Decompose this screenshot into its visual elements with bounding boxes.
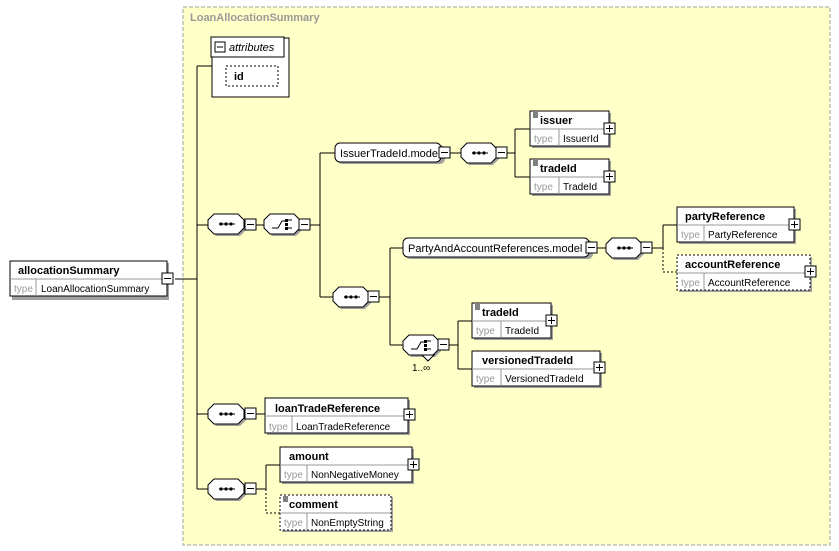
collapse-button[interactable] [298, 218, 311, 231]
collapse-button[interactable] [438, 146, 451, 159]
element-loan-trade-reference-type: LoanTradeReference [296, 422, 391, 433]
sequence-compositor[interactable] [460, 142, 499, 165]
element-comment[interactable]: comment type NonEmptyString [279, 494, 393, 532]
type-keyword: type [681, 278, 700, 289]
sequence-compositor[interactable] [207, 478, 246, 501]
expand-button[interactable] [407, 458, 420, 471]
expand-button[interactable] [603, 170, 616, 183]
element-trade-id-name: tradeId [482, 307, 519, 319]
expand-button[interactable] [788, 218, 801, 231]
root-element-allocation-summary[interactable]: allocationSummary type LoanAllocationSum… [9, 260, 169, 300]
collapse-button[interactable] [244, 407, 257, 420]
type-keyword: type [284, 518, 303, 529]
element-comment-type: NonEmptyString [311, 518, 384, 529]
expand-button[interactable] [603, 122, 616, 135]
element-party-reference-type: PartyReference [708, 230, 778, 241]
type-keyword: type [284, 470, 303, 481]
choice-cardinality: 1..∞ [412, 363, 430, 374]
element-trade-id[interactable]: tradeId type TradeId [471, 302, 553, 340]
expand-button[interactable] [804, 265, 817, 278]
element-trade-id[interactable]: tradeId type TradeId [529, 158, 611, 196]
group-party-and-account-label: PartyAndAccountReferences.model [408, 243, 582, 255]
type-keyword: type [534, 182, 553, 193]
element-trade-id-name: tradeId [540, 163, 577, 175]
element-trade-id-type: TradeId [563, 182, 597, 193]
sequence-compositor[interactable] [605, 237, 644, 260]
group-issuer-trade-id-model-label: IssuerTradeId.model [340, 148, 440, 160]
collapse-button[interactable] [367, 290, 380, 303]
type-keyword: type [476, 326, 495, 337]
type-keyword: type [269, 422, 288, 433]
group-party-and-account-references-model[interactable]: PartyAndAccountReferences.model [402, 237, 593, 259]
type-keyword: type [534, 134, 553, 145]
collapse-button[interactable] [640, 241, 653, 254]
element-versioned-trade-id[interactable]: versionedTradeId type VersionedTradeId [471, 350, 602, 388]
collapse-button[interactable] [437, 338, 450, 351]
type-keyword: type [681, 230, 700, 241]
connector-lines [175, 65, 677, 514]
attributes-label: attributes [229, 42, 275, 54]
type-keyword: type [14, 284, 33, 295]
attribute-id-label: id [234, 71, 244, 83]
group-issuer-trade-id-model[interactable]: IssuerTradeId.model [334, 142, 445, 164]
element-amount-name: amount [289, 451, 329, 463]
element-versioned-trade-id-name: versionedTradeId [482, 355, 573, 367]
element-party-reference[interactable]: partyReference type PartyReference [676, 206, 796, 244]
collapse-button[interactable] [161, 272, 174, 285]
attributes-box: attributes id [210, 36, 290, 98]
choice-compositor[interactable] [263, 213, 302, 236]
element-account-reference-name: accountReference [685, 259, 780, 271]
element-loan-trade-reference-name: loanTradeReference [275, 403, 380, 415]
choice-compositor[interactable] [402, 334, 441, 362]
sequence-compositor[interactable] [332, 286, 371, 309]
element-issuer-name: issuer [540, 115, 573, 127]
element-comment-name: comment [289, 499, 338, 511]
element-account-reference[interactable]: accountReference type AccountReference [676, 254, 812, 292]
sequence-compositor[interactable] [207, 403, 246, 426]
element-loan-trade-reference[interactable]: loanTradeReference type LoanTradeReferen… [264, 397, 410, 435]
type-keyword: type [476, 374, 495, 385]
collapse-button[interactable] [244, 482, 257, 495]
expand-button[interactable] [545, 314, 558, 327]
root-element-type: LoanAllocationSummary [41, 284, 149, 295]
element-trade-id-type: TradeId [505, 326, 539, 337]
expand-button[interactable] [403, 408, 416, 421]
collapse-button[interactable] [495, 146, 508, 159]
element-issuer[interactable]: issuer type IssuerId [529, 110, 611, 148]
complex-type-title: LoanAllocationSummary [190, 12, 320, 24]
attribute-id [225, 65, 279, 87]
element-account-reference-type: AccountReference [708, 278, 791, 289]
element-issuer-type: IssuerId [563, 134, 599, 145]
expand-button[interactable] [593, 361, 606, 374]
element-versioned-trade-id-type: VersionedTradeId [505, 374, 584, 385]
element-party-reference-name: partyReference [685, 211, 765, 223]
root-element-name: allocationSummary [18, 265, 120, 277]
element-amount-type: NonNegativeMoney [311, 470, 399, 481]
element-amount[interactable]: amount type NonNegativeMoney [279, 446, 414, 484]
sequence-compositor[interactable] [207, 213, 246, 236]
collapse-button[interactable] [244, 218, 257, 231]
collapse-button[interactable] [585, 241, 598, 254]
